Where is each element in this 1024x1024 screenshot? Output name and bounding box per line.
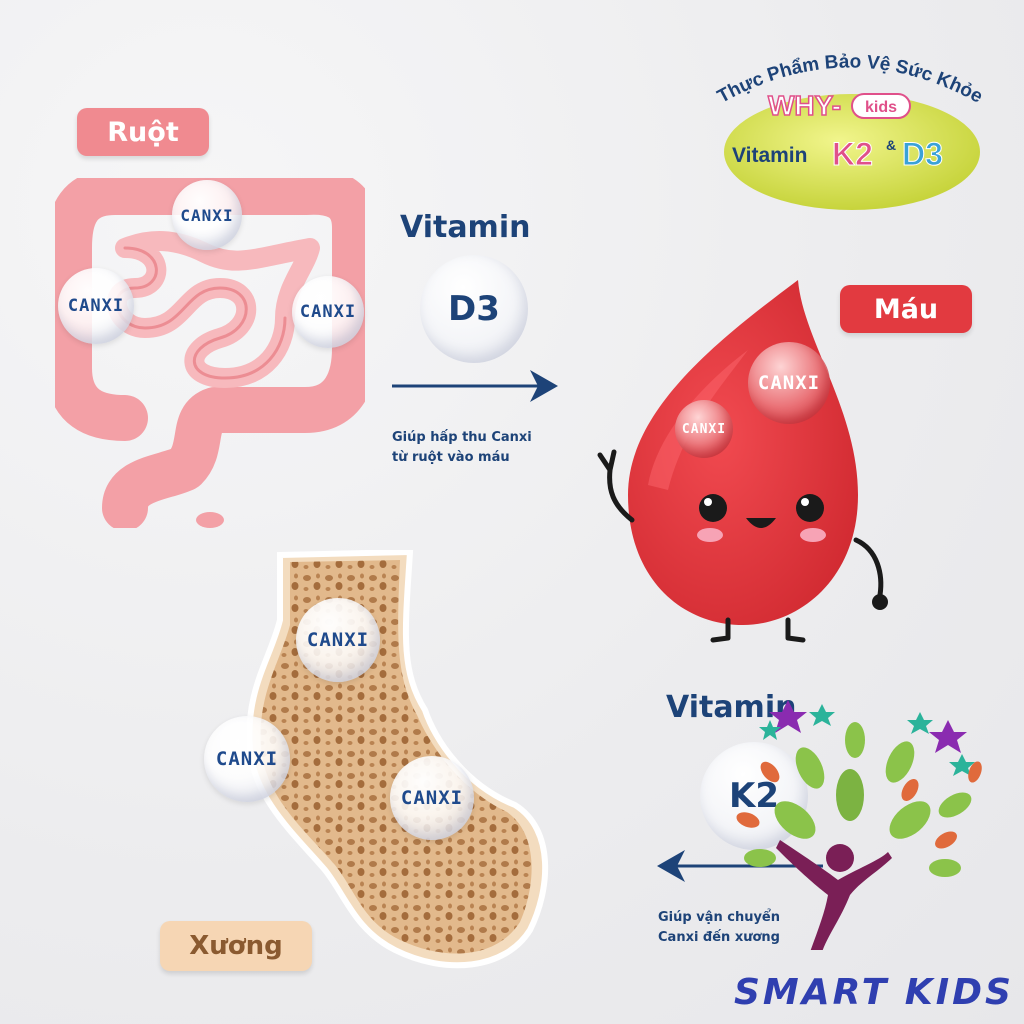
star-icon	[769, 700, 807, 733]
left-eye	[699, 494, 727, 522]
leaf-icon	[736, 812, 760, 828]
calcium-bubble-bone-top: CANXI	[296, 598, 380, 682]
right-cheek	[800, 528, 826, 542]
intestine-label: Ruột	[77, 108, 209, 156]
leaf-icon	[760, 761, 780, 783]
vitamin-d3-caption: Giúp hấp thu Canxi từ ruột vào máu	[392, 428, 532, 468]
brand-logo: Thực Phẩm Bảo Vệ Sức Khỏe WHY- kids Vita…	[714, 51, 986, 210]
vitamin-k2-caption-line2: Canxi đến xương	[658, 930, 780, 945]
bone-label: Xương	[160, 921, 312, 971]
logo-why: WHY-	[768, 90, 841, 121]
smart-kids-tree-logo	[736, 700, 982, 950]
vitamin-k2-caption: Giúp vận chuyển Canxi đến xương	[658, 908, 780, 948]
logo-kids: kids	[865, 99, 897, 116]
star-icon	[949, 754, 975, 776]
right-hand	[872, 594, 888, 610]
mouth	[746, 518, 776, 528]
calcium-bubble-intestine-top: CANXI	[172, 180, 242, 250]
calcium-bubble-blood-large: CANXI	[748, 342, 830, 424]
calcium-bubble-intestine-right: CANXI	[292, 276, 364, 348]
calcium-bubble-intestine-left: CANXI	[58, 268, 134, 344]
person-head-icon	[826, 844, 854, 872]
leaf-icon	[929, 859, 961, 877]
rectum-end	[196, 512, 224, 528]
calcium-bubble-bone-left: CANXI	[204, 716, 290, 802]
logo-product-prefix: Vitamin	[732, 144, 807, 167]
small-intestine	[107, 231, 320, 388]
right-eye	[796, 494, 824, 522]
logo-lime-ellipse	[724, 94, 980, 210]
left-leg	[710, 617, 731, 643]
vitamin-d3-title: Vitamin	[400, 210, 531, 245]
leaf-icon	[938, 792, 972, 818]
leaf-icon	[935, 831, 957, 849]
person-body-icon	[776, 840, 892, 950]
logo-product-k2: K2	[832, 136, 873, 172]
calcium-bubble-blood-small: CANXI	[675, 400, 733, 458]
small-intestine-outline	[115, 246, 287, 380]
calcium-bubble-bone-right: CANXI	[390, 756, 474, 840]
blood-label: Máu	[840, 285, 972, 333]
logo-product-amp: &	[886, 137, 896, 153]
leaf-icon	[889, 801, 931, 839]
logo-kids-badge	[851, 93, 911, 119]
blood-drop-character	[597, 280, 888, 643]
leaf-icon	[795, 747, 825, 789]
arrow-right	[392, 370, 558, 402]
right-leg	[785, 617, 806, 643]
logo-product-d3: D3	[902, 136, 943, 172]
star-icon	[907, 712, 933, 734]
right-arm	[853, 537, 884, 598]
star-icon	[759, 720, 781, 740]
star-icon	[809, 704, 835, 726]
blood-drop-highlight	[648, 350, 748, 490]
leaf-icon	[836, 769, 864, 821]
vitamin-k2-caption-line1: Giúp vận chuyển	[658, 910, 781, 925]
left-cheek	[697, 528, 723, 542]
vitamin-d3-caption-line1: Giúp hấp thu Canxi	[392, 430, 532, 445]
leaf-icon	[845, 722, 865, 758]
peace-hand	[597, 449, 617, 473]
smart-kids-watermark: SMART KIDS	[734, 972, 1014, 1013]
vitamin-d3-caption-line2: từ ruột vào máu	[392, 450, 510, 465]
vitamin-d3-bubble: D3	[420, 255, 528, 363]
leaf-icon	[901, 779, 919, 801]
leaf-icon	[744, 849, 776, 867]
leaf-icon	[774, 801, 816, 839]
star-icon	[929, 720, 967, 753]
left-arm	[607, 467, 635, 523]
vitamin-k2-title: Vitamin	[666, 690, 797, 725]
leaf-icon	[885, 741, 915, 783]
vitamin-k2-bubble: K2	[700, 742, 808, 850]
leaf-icon	[968, 761, 982, 783]
